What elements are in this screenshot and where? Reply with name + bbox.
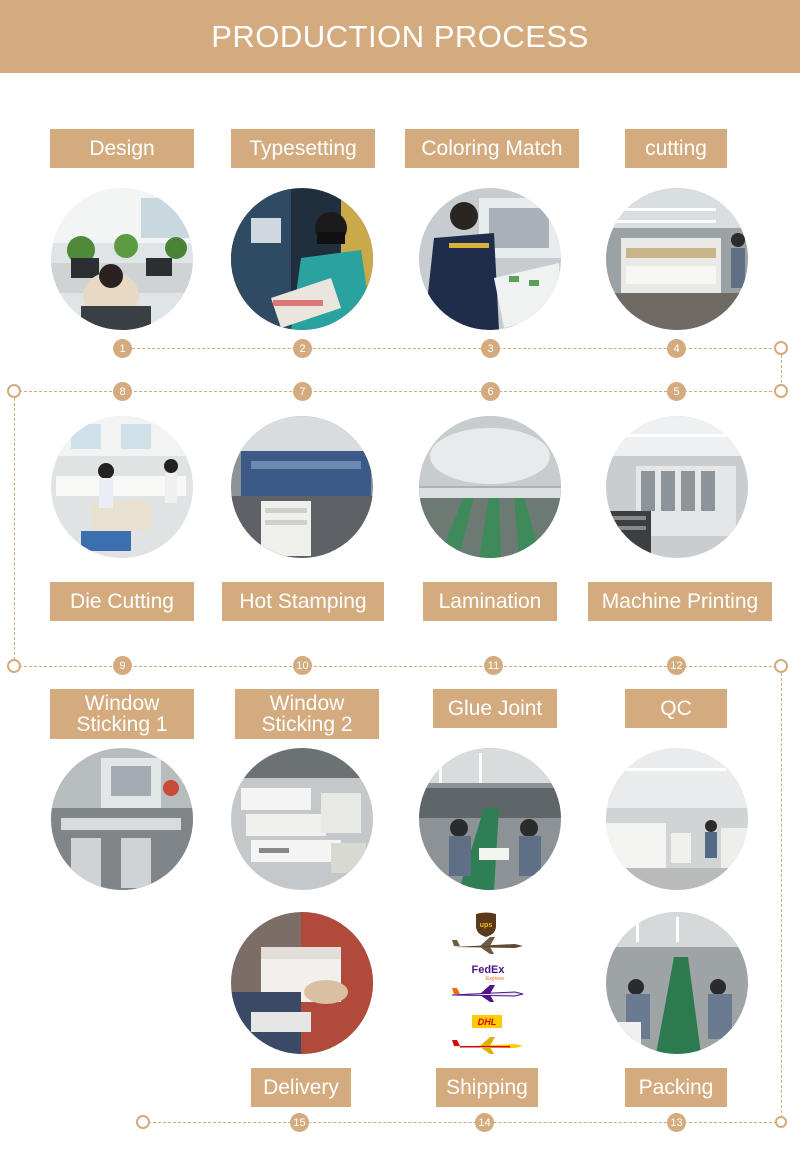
connector-right-2: [781, 673, 782, 1118]
step-number-7: 7: [293, 382, 312, 401]
cargo-plane-icon-2: [450, 983, 525, 1003]
step-number-6: 6: [481, 382, 500, 401]
step-label-typesetting: Typesetting: [231, 129, 375, 168]
step-number-8: 8: [113, 382, 132, 401]
step-label-delivery: Delivery: [251, 1068, 351, 1107]
step-label-design: Design: [50, 129, 194, 168]
step-number-14: 14: [475, 1113, 494, 1132]
coloring-match-photo: [419, 188, 561, 330]
cutting-machine-photo: [606, 188, 748, 330]
step-label-coloring-match: Coloring Match: [405, 129, 579, 168]
step-label-qc: QC: [625, 689, 727, 728]
office-design-photo: [51, 188, 193, 330]
step-label-packing: Packing: [625, 1068, 727, 1107]
qc-photo: [606, 748, 748, 890]
page-header: PRODUCTION PROCESS: [0, 0, 800, 73]
window-sticking-2-photo: [231, 748, 373, 890]
step-number-2: 2: [293, 339, 312, 358]
step-number-12: 12: [667, 656, 686, 675]
printing-press-photo: [606, 416, 748, 558]
connector-line-row3: [14, 666, 782, 667]
connector-right-1: [781, 355, 782, 383]
step-label-glue-joint: Glue Joint: [433, 689, 557, 728]
connector-line-row1: [122, 348, 782, 349]
die-cutting-photo: [51, 416, 193, 558]
packing-photo: [606, 912, 748, 1054]
typesetting-photo: [231, 188, 373, 330]
cargo-plane-icon-3: [450, 1035, 525, 1055]
glue-joint-photo: [419, 748, 561, 890]
step-label-hot-stamping: Hot Stamping: [222, 582, 384, 621]
fedex-logo: FedEx Express: [471, 963, 505, 982]
connector-line-row2: [14, 391, 782, 392]
window-sticking-1-photo: [51, 748, 193, 890]
step-number-9: 9: [113, 656, 132, 675]
dhl-logo: DHL: [472, 1015, 502, 1028]
hot-stamping-photo: [231, 416, 373, 558]
connector-ring-bottom-right: [775, 1116, 787, 1128]
connector-left: [14, 398, 15, 660]
connector-end-ring-final: [136, 1115, 150, 1129]
svg-text:ups: ups: [480, 922, 493, 929]
step-number-11: 11: [484, 656, 503, 675]
connector-start-ring: [7, 384, 21, 398]
step-number-15: 15: [290, 1113, 309, 1132]
connector-ring-left-3: [7, 659, 21, 673]
lamination-photo: [419, 416, 561, 558]
step-number-10: 10: [293, 656, 312, 675]
step-number-1: 1: [113, 339, 132, 358]
ups-logo: ups: [475, 912, 497, 937]
step-label-lamination: Lamination: [423, 582, 557, 621]
connector-line-row4: [143, 1122, 782, 1123]
step-number-4: 4: [667, 339, 686, 358]
connector-end-ring: [774, 341, 788, 355]
connector-ring-right-2: [774, 384, 788, 398]
page-title: PRODUCTION PROCESS: [211, 18, 589, 54]
step-label-cutting: cutting: [625, 129, 727, 168]
cargo-plane-icon-1: [450, 935, 525, 955]
step-label-machine-printing: Machine Printing: [588, 582, 772, 621]
step-number-3: 3: [481, 339, 500, 358]
step-label-shipping: Shipping: [436, 1068, 538, 1107]
connector-ring-right-3: [774, 659, 788, 673]
step-number-13: 13: [667, 1113, 686, 1132]
step-number-5: 5: [667, 382, 686, 401]
delivery-photo: [231, 912, 373, 1054]
step-label-die-cutting: Die Cutting: [50, 582, 194, 621]
